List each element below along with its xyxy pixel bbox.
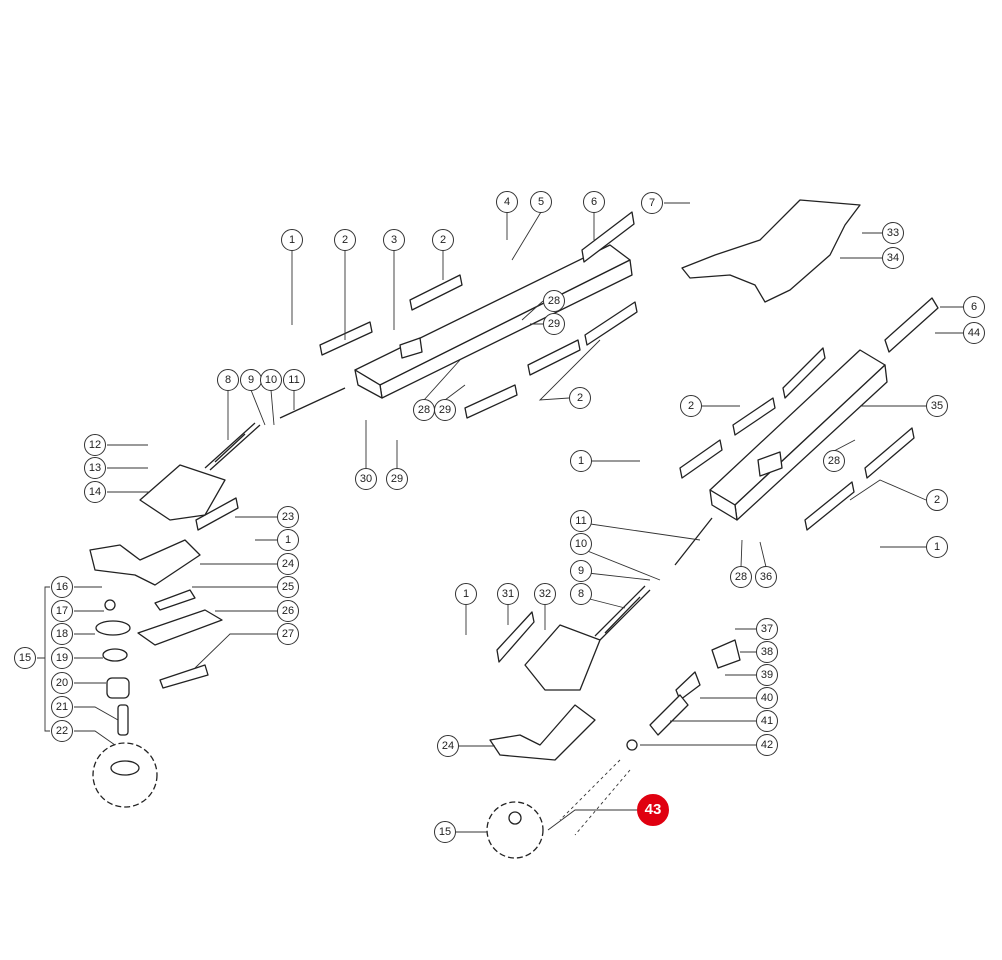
callout-13[interactable]: 13 — [84, 457, 106, 479]
callout-35[interactable]: 35 — [926, 395, 948, 417]
callout-31[interactable]: 31 — [497, 583, 519, 605]
callout-28[interactable]: 28 — [823, 450, 845, 472]
callout-1[interactable]: 1 — [277, 529, 299, 551]
callout-28[interactable]: 28 — [730, 566, 752, 588]
rail-upper — [354, 244, 631, 386]
callout-19[interactable]: 19 — [51, 647, 73, 669]
callout-17[interactable]: 17 — [51, 600, 73, 622]
callout-23[interactable]: 23 — [277, 506, 299, 528]
mounting-plate — [681, 199, 861, 303]
callout-2[interactable]: 2 — [334, 229, 356, 251]
springs — [204, 422, 651, 641]
wear-strips — [195, 211, 939, 663]
callout-9[interactable]: 9 — [570, 560, 592, 582]
bracket-14 — [139, 464, 226, 521]
callout-16[interactable]: 16 — [51, 576, 73, 598]
callout-37[interactable]: 37 — [756, 618, 778, 640]
callout-36[interactable]: 36 — [755, 566, 777, 588]
highlighted-callout-43[interactable]: 43 — [637, 794, 669, 826]
callout-28[interactable]: 28 — [413, 399, 435, 421]
callout-15[interactable]: 15 — [14, 647, 36, 669]
callout-40[interactable]: 40 — [756, 687, 778, 709]
callout-1[interactable]: 1 — [570, 450, 592, 472]
callout-11[interactable]: 11 — [283, 369, 305, 391]
callout-24[interactable]: 24 — [437, 735, 459, 757]
callout-5[interactable]: 5 — [530, 191, 552, 213]
callout-2[interactable]: 2 — [432, 229, 454, 251]
callout-29[interactable]: 29 — [434, 399, 456, 421]
callout-8[interactable]: 8 — [570, 583, 592, 605]
callout-24[interactable]: 24 — [277, 553, 299, 575]
plate-24b — [489, 704, 596, 761]
sprocket-22 — [92, 742, 158, 808]
callout-33[interactable]: 33 — [882, 222, 904, 244]
callout-10[interactable]: 10 — [570, 533, 592, 555]
sprocket-15 — [486, 801, 544, 859]
callout-21[interactable]: 21 — [51, 696, 73, 718]
callout-2[interactable]: 2 — [569, 387, 591, 409]
callout-1[interactable]: 1 — [455, 583, 477, 605]
callout-25[interactable]: 25 — [277, 576, 299, 598]
callout-29[interactable]: 29 — [386, 468, 408, 490]
callout-29[interactable]: 29 — [543, 313, 565, 335]
callout-3[interactable]: 3 — [383, 229, 405, 251]
callout-27[interactable]: 27 — [277, 623, 299, 645]
callout-26[interactable]: 26 — [277, 600, 299, 622]
callout-12[interactable]: 12 — [84, 434, 106, 456]
callout-4[interactable]: 4 — [496, 191, 518, 213]
callout-8[interactable]: 8 — [217, 369, 239, 391]
callout-15[interactable]: 15 — [434, 821, 456, 843]
callout-20[interactable]: 20 — [51, 672, 73, 694]
chain-links — [626, 639, 741, 751]
leader-lines — [37, 202, 963, 836]
callout-14[interactable]: 14 — [84, 481, 106, 503]
callout-39[interactable]: 39 — [756, 664, 778, 686]
callout-42[interactable]: 42 — [756, 734, 778, 756]
callout-11[interactable]: 11 — [570, 510, 592, 532]
callout-28[interactable]: 28 — [543, 290, 565, 312]
callout-22[interactable]: 22 — [51, 720, 73, 742]
callout-44[interactable]: 44 — [963, 322, 985, 344]
callout-6[interactable]: 6 — [963, 296, 985, 318]
callout-34[interactable]: 34 — [882, 247, 904, 269]
plate-24 — [89, 539, 201, 586]
callout-10[interactable]: 10 — [260, 369, 282, 391]
callout-2[interactable]: 2 — [926, 489, 948, 511]
callout-1[interactable]: 1 — [926, 536, 948, 558]
callout-9[interactable]: 9 — [240, 369, 262, 391]
callout-30[interactable]: 30 — [355, 468, 377, 490]
callout-6[interactable]: 6 — [583, 191, 605, 213]
callout-41[interactable]: 41 — [756, 710, 778, 732]
callout-32[interactable]: 32 — [534, 583, 556, 605]
callout-7[interactable]: 7 — [641, 192, 663, 214]
bracket-32 — [524, 624, 601, 691]
callout-2[interactable]: 2 — [680, 395, 702, 417]
callout-18[interactable]: 18 — [51, 623, 73, 645]
callout-38[interactable]: 38 — [756, 641, 778, 663]
callout-1[interactable]: 1 — [281, 229, 303, 251]
